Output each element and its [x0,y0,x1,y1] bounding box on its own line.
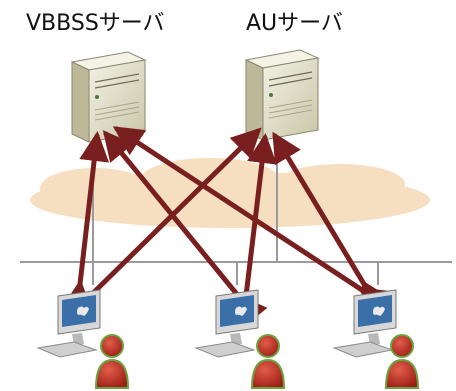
client-1-imac-icon [36,289,101,358]
server-label-au: AUサーバ [246,11,343,36]
server-au-icon [244,49,320,141]
server-vbbss-icon [70,51,147,143]
client-1-user-icon [94,334,130,389]
client-2-user-icon [250,334,286,389]
connection-arrows [57,126,392,329]
arrow-client3-au [272,131,390,314]
client-3-imac-icon [332,289,397,358]
client-3-user-icon [384,334,420,389]
server-label-vbbss: VBBSSサーバ [26,11,165,36]
client-2-imac-icon [194,289,259,358]
